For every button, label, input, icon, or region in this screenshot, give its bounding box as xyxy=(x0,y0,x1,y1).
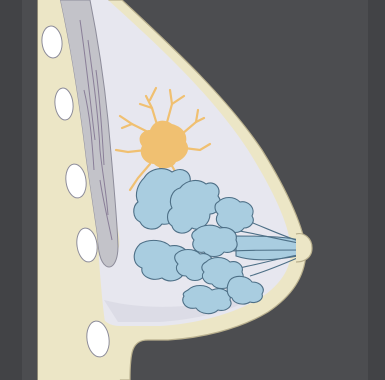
milk-lobule-icon xyxy=(215,198,253,233)
milk-lobule-icon xyxy=(192,225,237,256)
right-edge-shade xyxy=(368,0,385,380)
left-edge-shade xyxy=(0,0,22,380)
